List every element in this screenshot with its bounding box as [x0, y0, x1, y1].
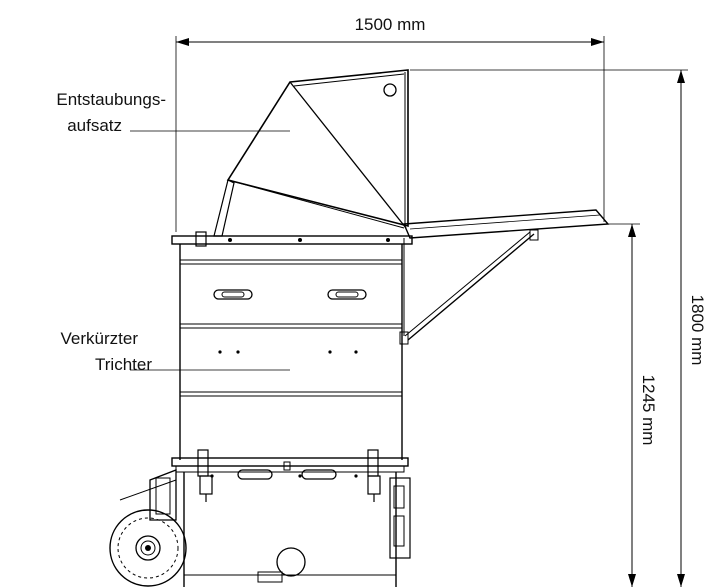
- width-dimension-label: 1500 mm: [355, 15, 426, 34]
- drain-port-icon: [276, 547, 306, 577]
- dust-extraction-attachment: [213, 69, 610, 345]
- base-unit: [171, 449, 411, 587]
- clamp-left: [197, 449, 213, 502]
- wheel-icon: [109, 509, 187, 587]
- handle-left: [213, 289, 253, 300]
- base-handle-left: [237, 469, 273, 480]
- inspection-port-icon: [383, 83, 397, 97]
- hopper-height-dimension: 1245 mm: [604, 223, 658, 587]
- hopper-height-label: 1245 mm: [639, 375, 658, 446]
- callout-short-hopper: Verkürzter Trichter: [61, 329, 290, 374]
- hopper-drum: [171, 231, 413, 460]
- callout-dust-attachment-line2: aufsatz: [67, 116, 122, 135]
- callout-short-hopper-line1: Verkürzter: [61, 329, 139, 348]
- handle-right: [327, 289, 367, 300]
- callout-dust-attachment-line1: Entstaubungs-: [56, 90, 166, 109]
- callout-dust-attachment: Entstaubungs- aufsatz: [56, 90, 290, 135]
- wheel-assembly: [109, 469, 187, 587]
- clamp-right: [367, 449, 381, 502]
- width-dimension: 1500 mm: [175, 15, 605, 232]
- base-handle-right: [301, 469, 337, 480]
- total-height-label: 1800 mm: [688, 295, 707, 366]
- total-height-dimension: 1800 mm: [410, 69, 707, 587]
- callout-short-hopper-line2: Trichter: [95, 355, 152, 374]
